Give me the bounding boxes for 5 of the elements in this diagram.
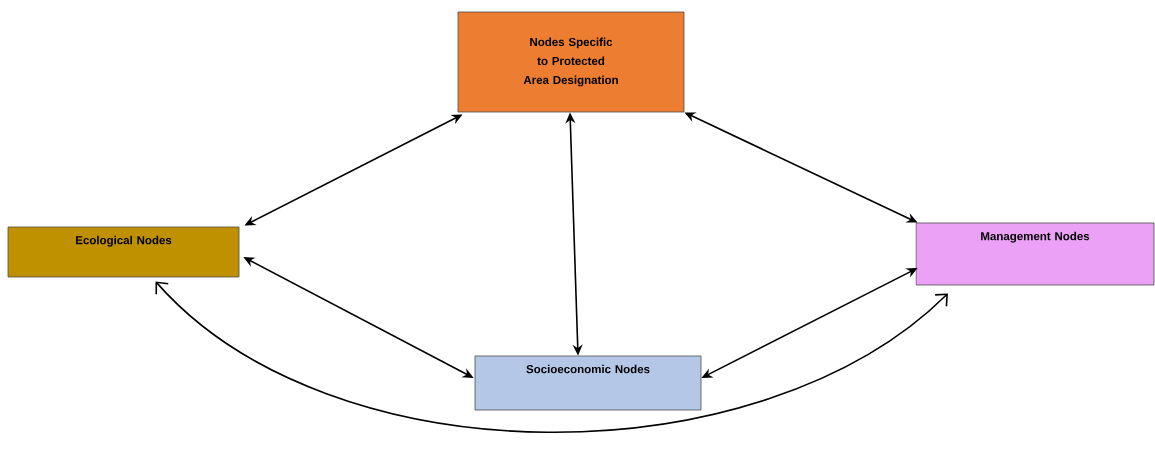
box: Management Nodes [915,222,1155,286]
box: Ecological Nodes [7,226,240,278]
arrow [155,281,948,433]
box: Nodes Specific to Protected Area Designation [457,11,685,113]
box: Socioeconomic Nodes [474,355,702,411]
